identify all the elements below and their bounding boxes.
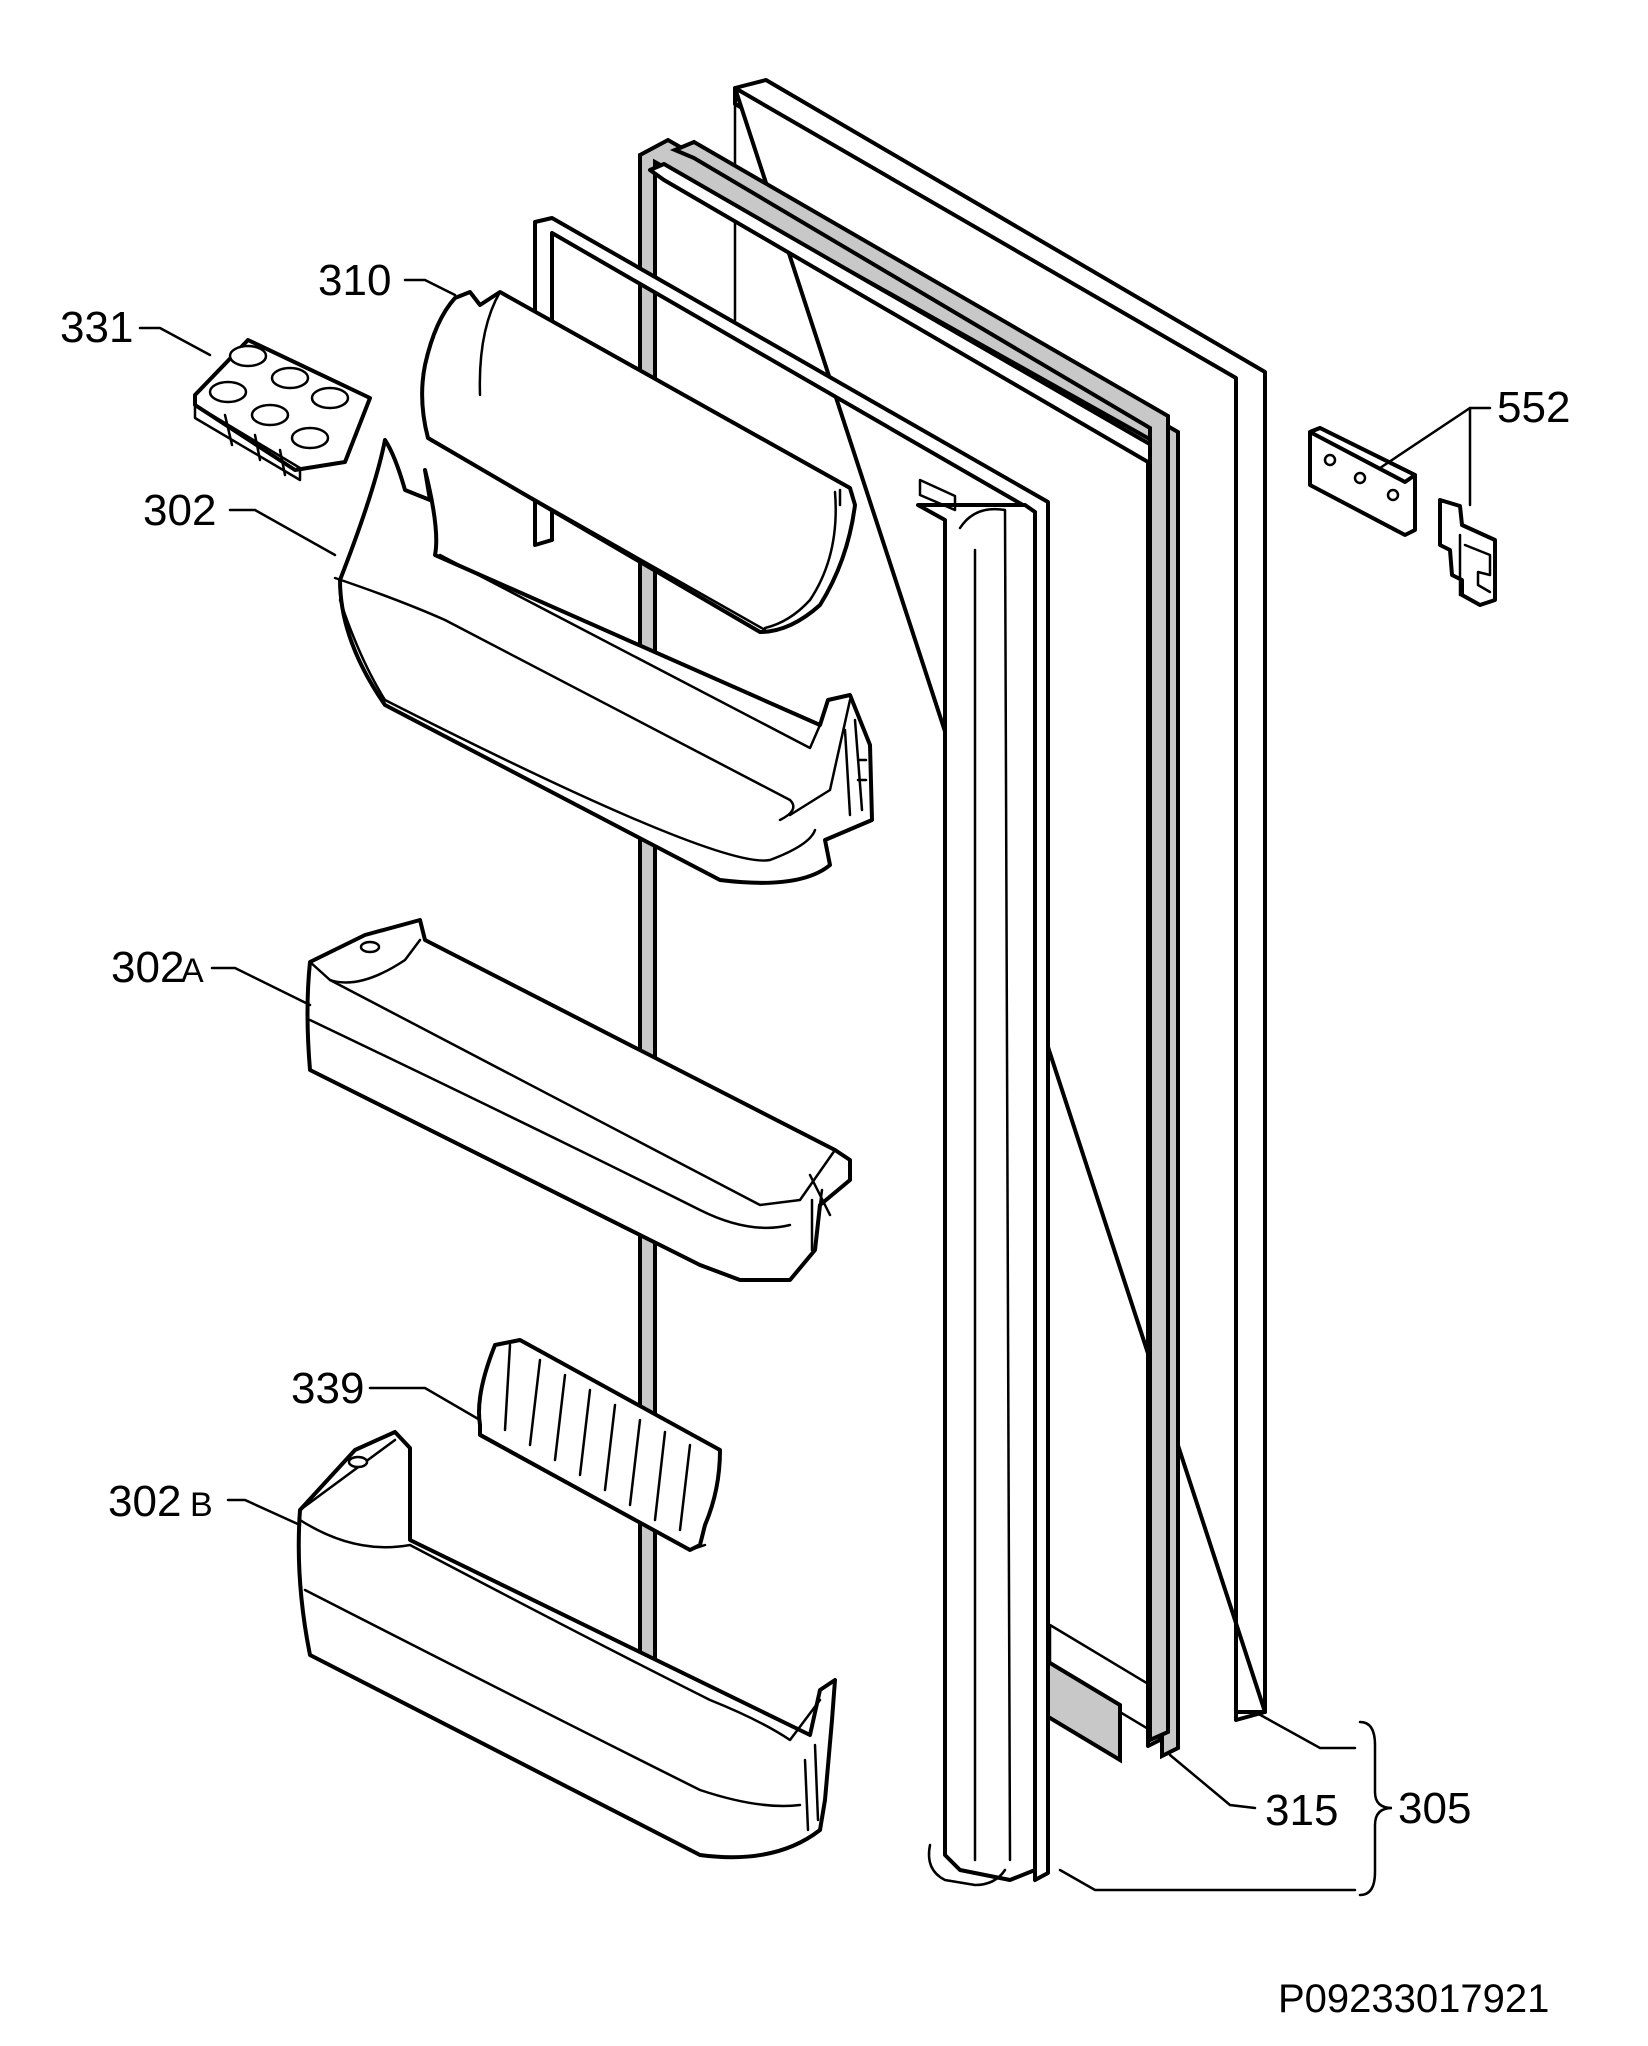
drawing-code: P09233017921: [1278, 1977, 1549, 2021]
label-302b: 302: [108, 1477, 181, 1526]
part-310-dairy-cover: [420, 290, 857, 634]
label-302a-suffix: A: [181, 952, 204, 990]
label-302: 302: [143, 486, 216, 535]
part-302-upper-shelf: [333, 438, 874, 885]
label-302b-suffix: B: [190, 1486, 213, 1524]
part-labels: 331 310 302 302 A 339 302 B 552 315 305 …: [60, 256, 1570, 2021]
part-302b-lower-shelf: [296, 1430, 837, 1860]
label-315: 315: [1265, 1786, 1338, 1835]
part-331-egg-tray: [193, 338, 372, 482]
label-310: 310: [318, 256, 391, 305]
leader-lines: [138, 278, 1492, 1897]
part-302a-middle-shelf: [305, 918, 852, 1282]
label-331: 331: [60, 303, 133, 352]
part-339-bottle-separator: [477, 1338, 722, 1552]
door-inner-liner: [533, 216, 1050, 1887]
part-552-hinge: [1308, 426, 1497, 607]
label-339: 339: [291, 1364, 364, 1413]
label-302a: 302: [111, 943, 184, 992]
label-305: 305: [1398, 1784, 1471, 1833]
label-552: 552: [1497, 383, 1570, 432]
